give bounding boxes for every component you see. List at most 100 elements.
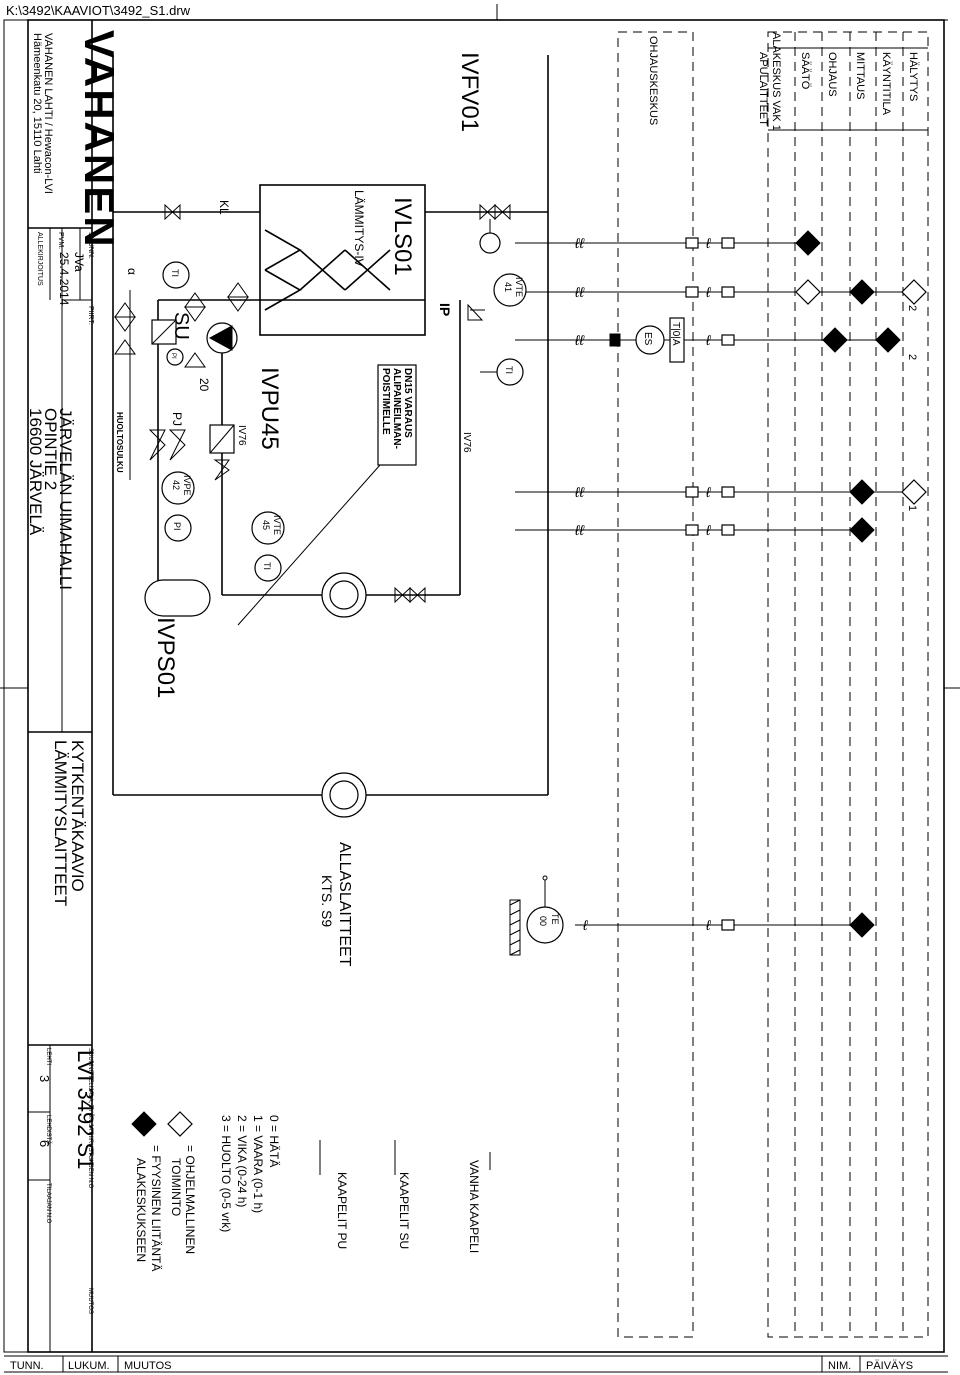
kts-label: KTS. S9 [319, 875, 335, 927]
te00-line2: 00 [538, 916, 548, 926]
rev-tunn: TUNN. [10, 1360, 44, 1372]
ti-circle-lower [254, 554, 282, 582]
svg-text:ℓ: ℓ [582, 917, 588, 933]
legend-code2: 2 = VIKA (0-24 h) [235, 1115, 249, 1207]
col-ohjaus: OHJAUS [826, 52, 838, 97]
alakeskus-label: ALAKESKUS VAK 1 [770, 32, 782, 131]
col-kayntitila: KÄYNTITILA [880, 52, 892, 116]
company-line2: Hämeenkatu 20, 15110 Lahti [31, 33, 43, 173]
legend-kaapelit-su: KAAPELIT SU [397, 1172, 411, 1249]
iv76b-label: IV76 [461, 432, 472, 453]
tilaajan-label: TILAAJAN N:O [45, 1183, 51, 1224]
project-line1: JÄRVELÄN UIMAHALLI [56, 408, 75, 590]
dn15-line3: POISTIMELLE [380, 368, 391, 435]
drawing-title1: KYTKENTÄKAAVIO [68, 740, 87, 892]
alarm-2a: 2 [906, 305, 918, 311]
ti-left: TI [170, 269, 180, 277]
rev-lukum: LUKUM. [68, 1360, 110, 1372]
svg-text:ℓ: ℓ [705, 235, 711, 251]
col-mittaus: MITTAUS [854, 52, 866, 99]
control-columns: OHJAUSKESKUS ALAKESKUS VAK 1 HÄLYTYS KÄY… [617, 31, 929, 1338]
company-line1: VAHANEN LAHTI / Hewacon-LVI [42, 33, 54, 194]
ti-circle-left [162, 261, 190, 289]
dn15-line1: DN15 VARAUS [402, 368, 413, 438]
svg-text:ℓℓ: ℓℓ [574, 284, 585, 300]
svg-text:ℓℓ: ℓℓ [574, 484, 585, 500]
muutos-label: MUUTOS [87, 1288, 93, 1314]
svg-text:ℓ: ℓ [705, 284, 711, 300]
dn15-line2: ALIPAINEILMAN- [391, 368, 402, 449]
kl-label: KL [217, 200, 231, 215]
legend-code1: 1 = VAARA (0-1 h) [251, 1115, 265, 1213]
huoltosulku-label: HUOLTOSULKU [115, 412, 124, 473]
pj-label: PJ [170, 412, 184, 426]
instruments: IVTE 41 TI IVTE 45 TI TI IVPE 42 PI TE 0… [161, 261, 564, 956]
svg-text:ℓ: ℓ [705, 332, 711, 348]
svg-text:ℓℓ: ℓℓ [574, 332, 585, 348]
alarm-2b: 2 [906, 354, 918, 360]
rev-paivays: PÄIVÄYS [866, 1360, 913, 1372]
svg-text:ℓ: ℓ [705, 522, 711, 538]
ivte45-line1: IVTE [272, 515, 282, 535]
ti-lower: TI [262, 562, 272, 570]
ti-upper: TI [504, 366, 514, 374]
pvm-value: 25.4.2014 [57, 252, 71, 306]
drawing-number: LVI 3492 S1 [73, 1050, 98, 1169]
lehti-value: 3 [37, 1075, 52, 1082]
pipe-network: PI [112, 55, 549, 818]
alpha-label: α [125, 268, 139, 275]
ivte41-line2: 41 [503, 282, 513, 292]
legend-code0: 0 = HÄTÄ [267, 1115, 281, 1167]
lehti-label: LEHTI [45, 1048, 51, 1065]
es-label: ES [642, 332, 653, 346]
drawing-title2: LÄMMITYSLAITTEET [51, 740, 70, 906]
signal-lines: ℓℓ ℓℓ ℓℓ ℓℓ ℓℓ ℓ ℓ ℓ ℓ ℓ ℓ ℓ ES T|0|A [515, 235, 905, 933]
lehtia-label: LEHDISTÄ [45, 1115, 52, 1144]
ivpe42-line2: 42 [171, 480, 181, 490]
suunnittelu-label: SUUNNITTELIJALA, TYÖN JA PIIRUSTUKSEN N:… [87, 1048, 94, 1189]
svg-text:ℓ: ℓ [705, 917, 711, 933]
rev-muutos: MUUTOS [124, 1360, 171, 1372]
ivps01-label: IVPS01 [152, 617, 179, 698]
ivte41-line1: IVTE [514, 277, 524, 297]
suunn-label: SUUNN. [87, 232, 94, 259]
col-saato: SÄÄTÖ [799, 52, 811, 90]
piirt-label: PIIRT. [87, 306, 94, 325]
pi-small: PI [170, 353, 176, 359]
ip-label: IP [437, 303, 453, 316]
legend: VANHA KAAPELI KAAPELIT SU KAAPELIT PU 0 … [131, 1111, 491, 1271]
toa-label: T|0|A [670, 322, 681, 346]
pi-circle [164, 514, 192, 542]
svg-text:ℓℓ: ℓℓ [574, 522, 585, 538]
ivte45-circle [251, 511, 285, 545]
suunn-value: JVa [72, 252, 86, 272]
legend-ohjelmallinen1: = OHJELMALLINEN [183, 1145, 197, 1254]
title-block: VAHANEN VAHANEN LAHTI / Hewacon-LVI Häme… [26, 20, 123, 1352]
legend-fyysinen2: ALAKESKUKSEEN [134, 1158, 148, 1262]
file-path: K:\3492\KAAVIOT\3492_S1.drw [6, 3, 191, 18]
company-logo: VAHANEN [76, 30, 123, 249]
control-diamonds: 2 2 1 [795, 230, 927, 938]
svg-text:ℓℓ: ℓℓ [574, 235, 585, 251]
ivfv01-label: IVFV01 [456, 52, 483, 132]
ivls01-label: IVLS01 [389, 197, 416, 276]
legend-vanha-kaapeli: VANHA KAAPELI [467, 1160, 481, 1253]
ivte41-circle [493, 273, 527, 307]
lehtia-value: 6 [37, 1140, 52, 1147]
legend-fyysinen1: = FYYSINEN LIITÄNTÄ [149, 1145, 163, 1271]
legend-kaapelit-pu: KAAPELIT PU [335, 1172, 349, 1249]
num20-label: 20 [197, 378, 211, 392]
revision-bar: TUNN. LUKUM. MUUTOS NIM. PÄIVÄYS [4, 1355, 948, 1373]
ivpu45-label: IVPU45 [256, 367, 283, 450]
ivpe42-circle [161, 471, 195, 505]
iv76a-label: IV76 [236, 425, 247, 446]
col-halytys: HÄLYTYS [907, 52, 919, 101]
svg-text:ℓ: ℓ [705, 484, 711, 500]
pi-label: PI [172, 522, 182, 531]
ivpe42-line1: IVPE [182, 475, 192, 496]
su-label: SU [170, 312, 192, 340]
allekirjoitus-label: ALLEKIRJOITUS [36, 232, 43, 286]
te00-line1: TE [550, 913, 560, 925]
legend-code3: 3 = HUOLTO (0-5 vrk) [219, 1115, 233, 1232]
